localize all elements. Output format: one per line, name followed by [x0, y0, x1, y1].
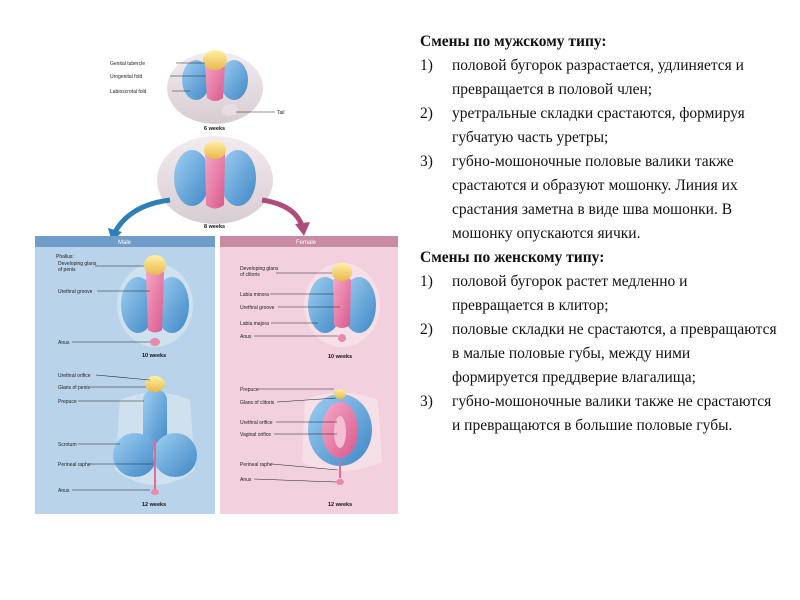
female-item-2-num: 2): [420, 321, 433, 338]
stage-8-weeks: 8 weeks: [157, 136, 273, 230]
age-6-weeks: 6 weeks: [204, 126, 225, 132]
male-panel-title: Male: [118, 240, 132, 246]
male-label-perineal-raphe: Perineal raphe: [58, 462, 91, 468]
male-panel: Male Phallus: Developing glans of penis …: [35, 236, 215, 514]
female-heading: Смены по женскому типу:: [420, 249, 605, 266]
label-urogenital-fold: Urogenital fold: [110, 74, 142, 80]
female-label-prepuce: Prepuce: [240, 387, 259, 393]
male-label-phallus: Phallus:: [56, 254, 74, 260]
stage-6-weeks: Genital tubercle Urogenital fold Labiosc…: [110, 50, 285, 132]
male-label-glans: Developing glans: [58, 261, 97, 267]
arrow-to-female: [261, 197, 305, 227]
male-heading: Смены по мужскому типу:: [420, 33, 607, 50]
male-label-urethral-groove: Urethral groove: [58, 289, 93, 295]
female-label-labia-majora: Labia majora: [240, 321, 269, 327]
female-label-glans-clitoris: Glans of clitoris: [240, 400, 275, 406]
male-list-item: 1) половой бугорок разрастается, удлиняет…: [420, 54, 780, 102]
male-item-2-num: 2): [420, 105, 433, 122]
female-label-glans: Developing glans: [240, 266, 279, 272]
male-item-3-num: 3): [420, 153, 433, 170]
female-item-2-text: половые складки не срастаются, а превращ…: [452, 321, 777, 386]
male-age-10-weeks: 10 weeks: [142, 353, 166, 359]
embryology-figure: Genital tubercle Urogenital fold Labiosc…: [35, 50, 398, 514]
female-panel-title: Female: [296, 240, 317, 246]
female-list: 1) половой бугорок растет медленно и прев…: [420, 270, 780, 438]
female-label-anus-2: Anus: [240, 477, 252, 483]
male-label-anus: Anus: [58, 340, 70, 346]
male-label-prepuce: Prepuce: [58, 399, 77, 405]
female-list-item: 3) губно-мошоночные валики также не сраст…: [420, 390, 780, 438]
age-8-weeks: 8 weeks: [204, 224, 225, 230]
female-list-item: 2) половые складки не срастаются, а превр…: [420, 318, 780, 390]
female-list-item: 1) половой бугорок растет медленно и прев…: [420, 270, 780, 318]
male-label-anus-2: Anus: [58, 488, 70, 494]
arrow-to-male: [112, 197, 171, 234]
label-tail: Tail: [277, 110, 285, 116]
female-label-perineal-raphe: Perineal raphe: [240, 462, 273, 468]
male-label-glans-2: of penis: [58, 267, 76, 273]
male-item-1-text: половой бугорок разрастается, удлиняется…: [452, 57, 744, 98]
male-label-scrotum: Scrotum: [58, 442, 77, 448]
male-list-item: 3) губно-мошоночные половые валики также …: [420, 150, 780, 246]
female-item-3-text: губно-мошоночные валики также не срастаю…: [452, 393, 772, 434]
male-age-12-weeks: 12 weeks: [142, 502, 166, 508]
male-item-2-text: уретральные складки срастаются, формируя…: [452, 105, 745, 146]
male-item-1-num: 1): [420, 57, 433, 74]
female-label-anus: Anus: [240, 334, 252, 340]
female-item-1-text: половой бугорок растет медленно и превра…: [452, 273, 688, 314]
female-item-3-num: 3): [420, 393, 433, 410]
female-label-vaginal-orifice: Vaginal orifice: [240, 432, 271, 438]
label-genital-tubercle: Genital tubercle: [110, 61, 145, 67]
female-label-glans-2: of clitoris: [240, 272, 260, 278]
male-list: 1) половой бугорок разрастается, удлиняет…: [420, 54, 780, 246]
description-text: Смены по мужскому типу: 1) половой бугоро…: [420, 30, 780, 438]
female-label-urethral-groove: Urethral groove: [240, 305, 275, 311]
label-labioscrotal-fold: Labioscrotal fold: [110, 89, 147, 95]
male-label-glans-penis: Glans of penis: [58, 385, 90, 391]
male-list-item: 2) уретральные складки срастаются, формир…: [420, 102, 780, 150]
female-item-1-num: 1): [420, 273, 433, 290]
female-label-labia-minora: Labia minora: [240, 292, 269, 298]
female-label-urethral-orifice: Urethral orifice: [240, 420, 273, 426]
female-age-10-weeks: 10 weeks: [328, 354, 352, 360]
female-age-12-weeks: 12 weeks: [328, 502, 352, 508]
female-panel: Female Developing glans of clitoris Labi…: [220, 236, 398, 514]
male-label-urethral-orifice: Urethral orifice: [58, 373, 91, 379]
male-item-3-text: губно-мошоночные половые валики также ср…: [452, 153, 738, 242]
